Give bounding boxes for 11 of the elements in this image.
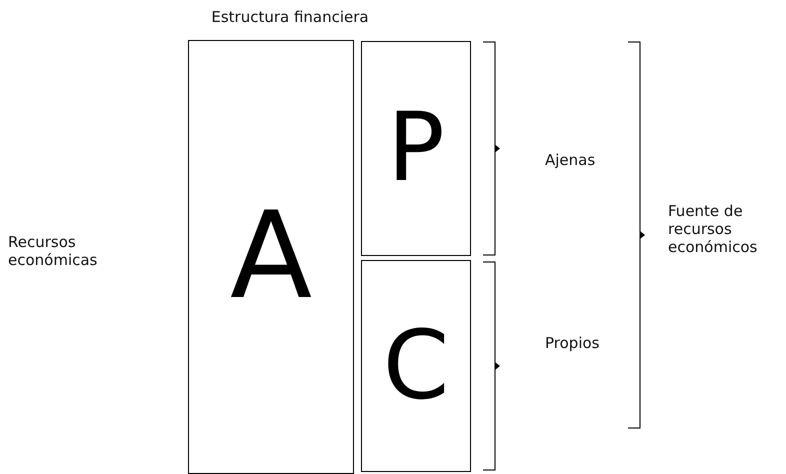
- letter-box: [361, 41, 471, 256]
- label-text: Fuente de recursos económicos: [668, 202, 758, 256]
- letter-box: [361, 260, 471, 472]
- box-letter: A: [230, 197, 312, 317]
- label-text: Propios: [545, 334, 600, 352]
- label-text: Ajenas: [545, 151, 596, 169]
- label-text: Estructura financiera: [210, 8, 370, 26]
- box-letter: C: [382, 318, 450, 414]
- box-letter: P: [387, 101, 445, 196]
- letter-box: [188, 40, 354, 474]
- label-text: Recursos económicas: [8, 233, 98, 269]
